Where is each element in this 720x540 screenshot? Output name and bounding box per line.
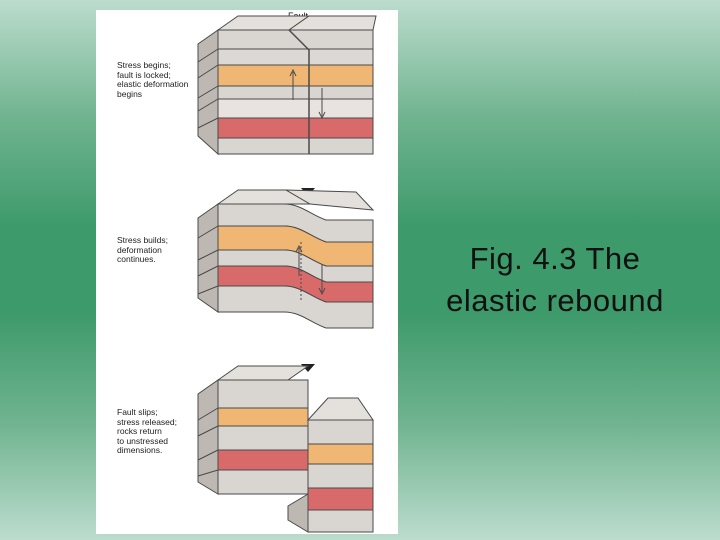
stage-3-label: Fault slips; stress released; rocks retu… — [117, 407, 177, 455]
stage-2-label: Stress builds; deformation continues. — [117, 235, 169, 264]
stage-1-block — [197, 15, 377, 156]
slide-caption: Fig. 4.3 The elastic rebound — [420, 238, 690, 322]
stage-2-block — [197, 189, 375, 329]
caption-line-2: elastic rebound — [446, 283, 664, 318]
stage-3-block — [197, 365, 374, 533]
fault-diagram — [197, 15, 377, 533]
caption-line-1: Fig. 4.3 The — [469, 241, 641, 276]
stage-1-label: Stress begins; fault is locked; elastic … — [117, 60, 189, 99]
figure-panel: Fault Stress begins; fault is locked; el… — [96, 10, 398, 534]
